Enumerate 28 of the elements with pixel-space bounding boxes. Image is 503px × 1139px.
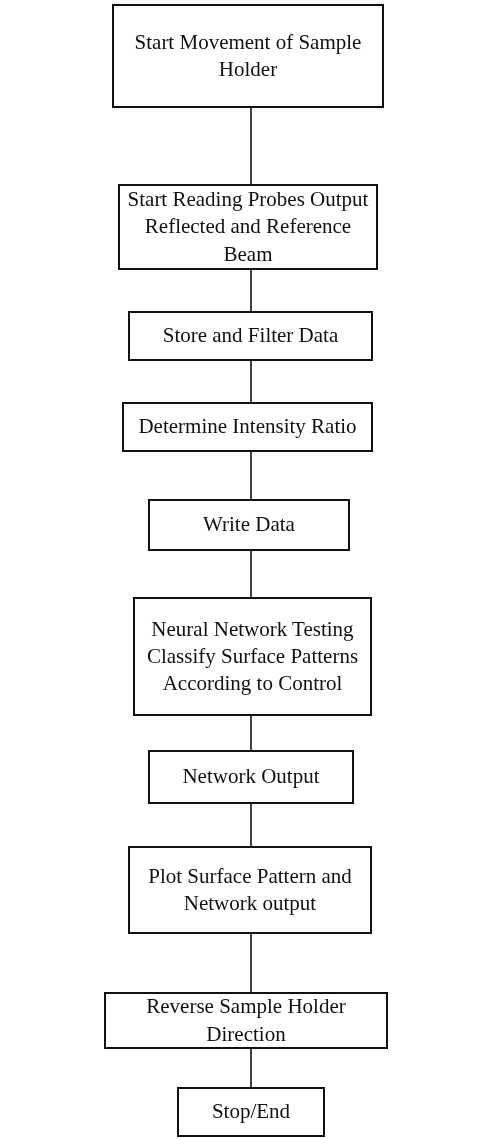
box-label: Determine Intensity Ratio	[138, 413, 357, 441]
connector-line	[250, 550, 252, 598]
process-box	[177, 1087, 325, 1137]
box-label: Store and Filter Data	[162, 322, 339, 350]
process-box	[128, 311, 373, 361]
connector-line	[250, 269, 252, 312]
connector-line	[250, 107, 252, 185]
box-label: Stop/End	[211, 1098, 291, 1126]
connector-line	[250, 1048, 252, 1088]
box-label: Neural Network Testing Classify Surface Patterns According to Control	[145, 615, 360, 698]
box-label: Plot Surface Pattern and Network output	[147, 862, 353, 917]
box-label: Network Output	[182, 763, 320, 791]
process-box	[148, 750, 354, 804]
process-box	[104, 992, 388, 1049]
connector-line	[250, 715, 252, 751]
box-label: Start Reading Probes Output Reflected and Reference Beam	[126, 186, 370, 268]
process-box	[112, 4, 384, 108]
process-box	[122, 402, 373, 452]
process-box	[148, 499, 350, 551]
connector-line	[250, 451, 252, 500]
box-label: Reverse Sample Holder Direction	[145, 993, 347, 1048]
connector-line	[250, 803, 252, 847]
connector-line	[250, 360, 252, 403]
process-box	[128, 846, 372, 934]
connector-line	[250, 933, 252, 993]
box-label: Start Movement of Sample Holder	[133, 28, 363, 83]
box-label: Write Data	[203, 511, 295, 539]
process-box	[133, 597, 372, 716]
